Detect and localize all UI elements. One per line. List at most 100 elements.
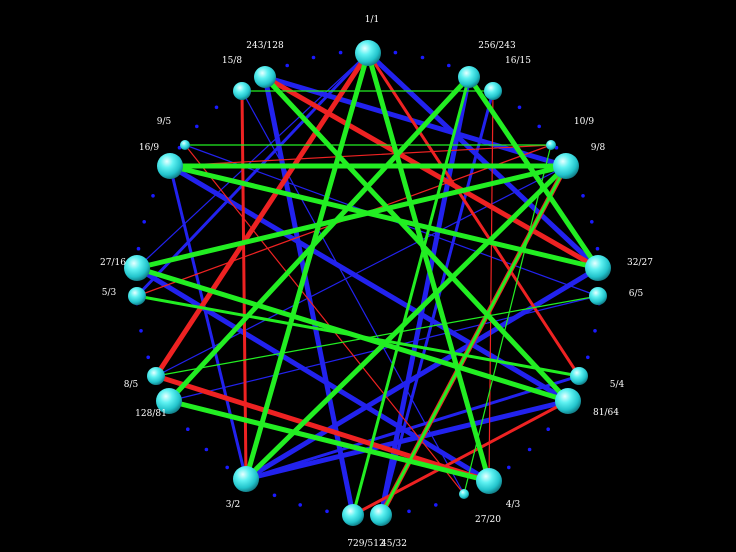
ring-dot: [204, 447, 209, 452]
node-label: 15/8: [222, 56, 242, 66]
ring-dot: [581, 194, 585, 198]
ring-dot: [595, 246, 600, 251]
ring-dot: [311, 55, 316, 60]
node-n17-sphere-icon: [128, 287, 146, 305]
edge-minor-third-n14-n19: [168, 164, 248, 481]
edge-fifth-n1-n10: [365, 50, 492, 484]
edge-fifth-n17-n8: [135, 294, 581, 378]
ring-dot: [527, 447, 532, 452]
edge-minor-third-n1-n6: [365, 50, 601, 271]
edge-minor-third-n9-n14: [243, 398, 571, 482]
edge-major-third-n16-n10: [153, 373, 492, 484]
edge-fifth-n12-n5: [379, 164, 568, 517]
edge-minor-third-n18-n1: [136, 52, 369, 269]
ring-dot: [586, 355, 590, 360]
node-label: 32/27: [627, 258, 653, 268]
edge-major-third-n14-n21: [240, 89, 248, 481]
ring-dot: [590, 220, 594, 224]
ring-dot: [407, 509, 411, 514]
node-label: 9/5: [157, 117, 172, 127]
edge-major-third-n1-n8: [366, 51, 581, 378]
node-n18-sphere-icon: [124, 255, 150, 281]
node-n4-sphere-icon: [546, 140, 556, 150]
edge-minor-third-n5-n22: [262, 74, 569, 169]
node-n3-sphere-icon: [484, 82, 502, 100]
ring-dot: [139, 329, 143, 333]
node-label: 16/9: [139, 143, 159, 153]
ring-dot: [393, 50, 398, 55]
node-n13-sphere-icon: [342, 504, 364, 526]
node-n14-sphere-icon: [233, 466, 259, 492]
ring-dot: [214, 105, 219, 110]
ring-dot: [272, 493, 277, 498]
edge-fifth-n1-n14: [243, 50, 371, 482]
ring-dot: [195, 124, 199, 129]
node-label: 4/3: [506, 500, 521, 510]
edge-fifth-n9-n22: [262, 74, 571, 404]
node-n8-sphere-icon: [570, 367, 588, 385]
edge-major-third-n1-n16: [153, 50, 371, 379]
edge-fifth-n6-n19: [167, 163, 601, 271]
edge-major-third-n22-n6: [262, 74, 601, 271]
node-n22-sphere-icon: [254, 66, 276, 88]
ring-dot: [434, 503, 438, 507]
node-label: 729/512: [347, 539, 384, 549]
node-label: 16/15: [505, 56, 531, 66]
edge-fifth-n15-n10: [166, 398, 492, 484]
edge-minor-third-n8-n14: [244, 374, 581, 481]
edge-fifth-n18-n5: [134, 163, 569, 271]
ring-dot: [285, 63, 290, 68]
node-label: 6/5: [629, 289, 644, 299]
node-n16-sphere-icon: [147, 367, 165, 385]
node-n19-sphere-icon: [157, 153, 183, 179]
edge-major-third-n20-n11: [184, 144, 465, 495]
ring-dot: [537, 124, 541, 129]
node-label: 5/3: [102, 288, 117, 298]
node-label: 9/8: [591, 143, 606, 153]
node-n15-sphere-icon: [156, 388, 182, 414]
edge-minor-third-n10-n18: [134, 265, 492, 484]
node-n11-sphere-icon: [459, 489, 469, 499]
node-n2-sphere-icon: [458, 66, 480, 88]
node-n9-sphere-icon: [555, 388, 581, 414]
edge-fifth-n5-n14: [243, 163, 569, 482]
ring-dot: [507, 465, 511, 470]
node-n10-sphere-icon: [476, 468, 502, 494]
node-label: 81/64: [593, 408, 619, 418]
node-label: 10/9: [574, 117, 594, 127]
node-label: 45/32: [381, 539, 407, 549]
node-label: 243/128: [246, 41, 284, 51]
ring-dot: [146, 355, 150, 360]
ring-dot: [298, 503, 303, 507]
ring-dot: [420, 55, 425, 60]
node-n1-sphere-icon: [355, 40, 381, 66]
edge-fifth-n11-n4: [463, 144, 552, 495]
node-label: 256/243: [478, 41, 516, 51]
ring-dot: [186, 427, 190, 432]
edge-major-third-n13-n9: [351, 399, 570, 517]
ring-dot: [517, 105, 522, 110]
ring-dot: [447, 63, 451, 68]
node-n7-sphere-icon: [589, 287, 607, 305]
ring-dot: [593, 329, 597, 333]
ring-dot: [225, 465, 229, 470]
ring-dot: [142, 220, 146, 224]
ring-dot: [338, 50, 343, 55]
edges: [134, 50, 601, 518]
node-label: 1/1: [365, 15, 379, 25]
node-label: 128/81: [135, 409, 167, 419]
node-label: 8/5: [124, 380, 139, 390]
nodes: [124, 40, 611, 526]
node-label: 27/16: [100, 258, 126, 268]
edge-fifth-n13-n2: [351, 75, 471, 517]
node-n5-sphere-icon: [553, 153, 579, 179]
ring-dot: [136, 246, 141, 251]
ring-dot: [325, 509, 329, 514]
ring-dot: [151, 194, 155, 198]
edge-fifth-n15-n2: [166, 74, 472, 404]
node-n6-sphere-icon: [585, 255, 611, 281]
edge-minor-third-n14-n6: [243, 265, 601, 482]
edge-major-third-n19-n4: [169, 144, 552, 167]
